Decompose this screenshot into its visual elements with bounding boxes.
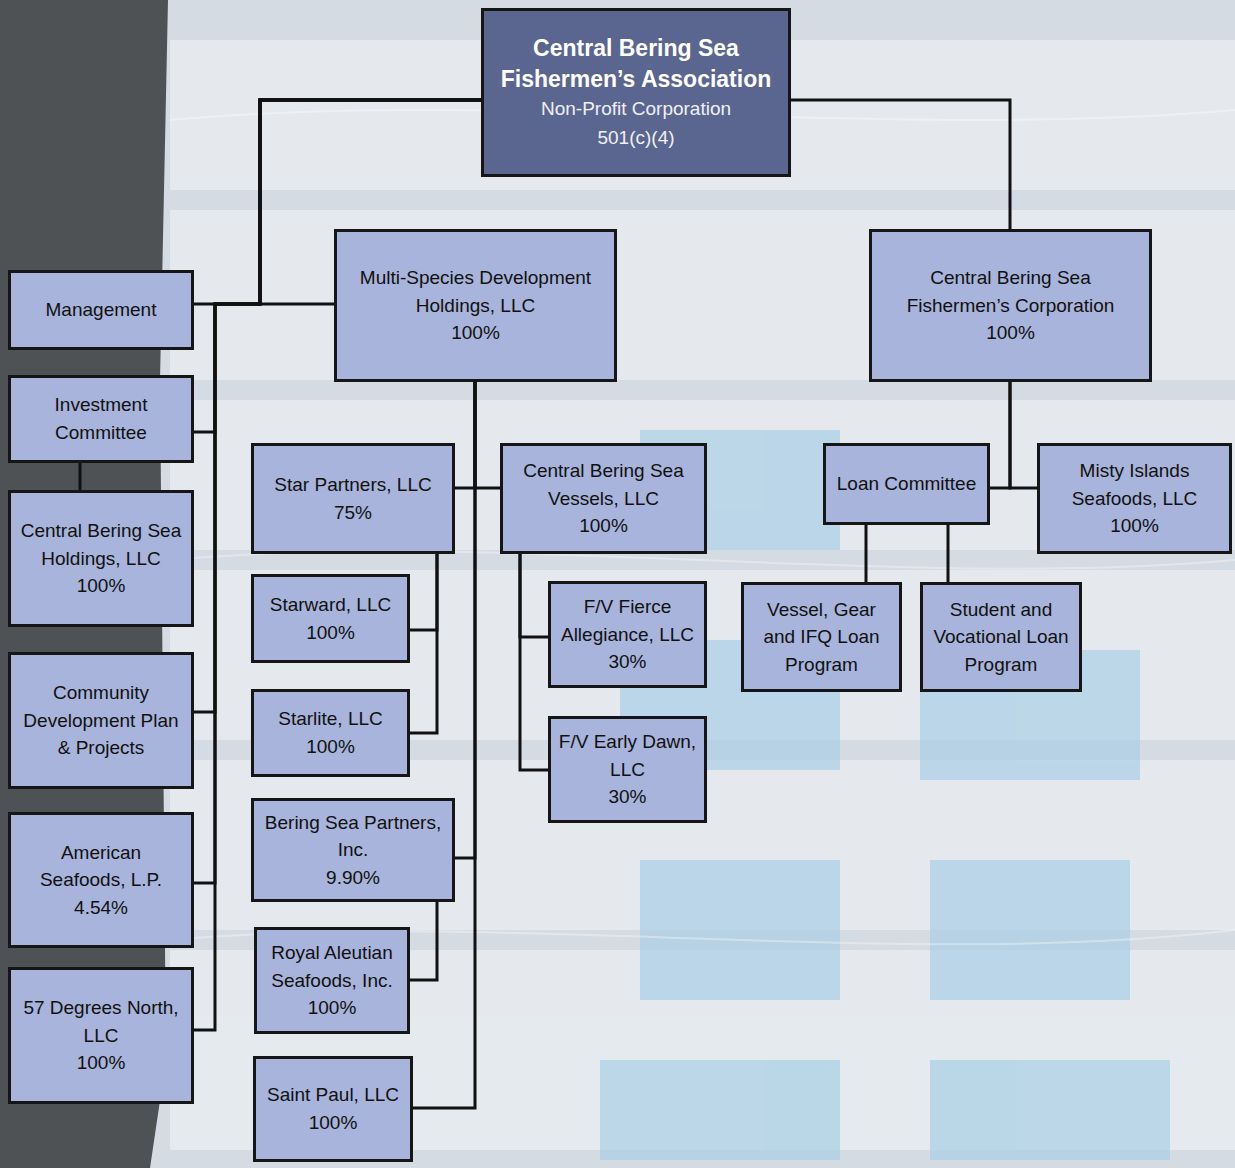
entity-box: Central Bering Sea Holdings, LLC100% <box>8 490 194 627</box>
entity-name: Central Bering Sea Vessels, LLC <box>509 457 698 512</box>
entity-box: American Seafoods, L.P.4.54% <box>8 812 194 948</box>
ownership-line <box>79 463 82 490</box>
entity-box: F/V Fierce Allegiance, LLC30% <box>548 581 707 688</box>
entity-box: Loan Committee <box>823 443 990 525</box>
entity-box: 57 Degrees North, LLC100% <box>8 967 194 1104</box>
entity-name: Vessel, Gear and IFQ Loan Program <box>750 596 893 679</box>
ownership-percent: 100% <box>77 1049 126 1077</box>
ownership-line <box>947 525 950 582</box>
entity-name: Community Development Plan & Projects <box>17 679 185 762</box>
ownership-percent: 100% <box>579 512 628 540</box>
entity-name: American Seafoods, L.P. <box>17 839 185 894</box>
entity-box: Central Bering Sea Vessels, LLC100% <box>500 443 707 554</box>
ownership-line <box>455 382 475 488</box>
entity-box: Central Bering Sea Fishermen’s Corporati… <box>869 229 1152 382</box>
ownership-line <box>455 382 475 858</box>
ownership-line <box>410 554 437 733</box>
entity-box: Student and Vocational Loan Program <box>920 582 1082 692</box>
entity-name: Central Bering Sea Fishermen’s Associati… <box>491 33 781 95</box>
ownership-percent: 100% <box>308 994 357 1022</box>
ownership-line <box>410 902 437 980</box>
entity-name: Central Bering Sea Holdings, LLC <box>17 517 185 572</box>
carton-labels <box>600 250 1170 1160</box>
ownership-percent: 4.54% <box>74 894 128 922</box>
entity-name: Starward, LLC <box>270 591 391 619</box>
entity-name: F/V Early Dawn, LLC <box>557 728 698 783</box>
entity-box: Saint Paul, LLC100% <box>253 1056 413 1162</box>
entity-name: Management <box>46 296 157 324</box>
ownership-line <box>520 554 548 637</box>
stacked-cartons <box>170 40 1235 1150</box>
ownership-percent: 100% <box>1110 512 1159 540</box>
entity-name: Misty Islands Seafoods, LLC <box>1046 457 1223 512</box>
ownership-line <box>475 382 500 488</box>
ownership-percent: 100% <box>309 1109 358 1137</box>
ownership-line <box>410 554 437 630</box>
entity-name: Investment Committee <box>17 391 185 446</box>
entity-box: Starlite, LLC100% <box>251 689 410 777</box>
entity-box: Multi-Species Development Holdings, LLC1… <box>334 229 617 382</box>
entity-name: Student and Vocational Loan Program <box>929 596 1073 679</box>
entity-name: Starlite, LLC <box>278 705 383 733</box>
ownership-line <box>1010 382 1037 488</box>
ownership-percent: 100% <box>986 319 1035 347</box>
entity-box: Vessel, Gear and IFQ Loan Program <box>741 582 902 692</box>
ownership-line <box>194 100 481 883</box>
entity-name: Multi-Species Development Holdings, LLC <box>343 264 608 319</box>
entity-type: Non-Profit Corporation 501(c)(4) <box>526 95 746 152</box>
parent-org-box: Central Bering Sea Fishermen’s Associati… <box>481 8 791 177</box>
entity-name: Royal Aleutian Seafoods, Inc. <box>263 939 401 994</box>
ownership-percent: 75% <box>334 499 372 527</box>
entity-box: Investment Committee <box>8 375 194 463</box>
entity-box: F/V Early Dawn, LLC30% <box>548 716 707 823</box>
ownership-percent: 100% <box>306 733 355 761</box>
entity-name: F/V Fierce Allegiance, LLC <box>557 593 698 648</box>
entity-name: 57 Degrees North, LLC <box>17 994 185 1049</box>
entity-box: Royal Aleutian Seafoods, Inc.100% <box>254 927 410 1034</box>
entity-box: Community Development Plan & Projects <box>8 652 194 789</box>
entity-box: Misty Islands Seafoods, LLC100% <box>1037 443 1232 554</box>
ownership-percent: 30% <box>608 648 646 676</box>
entity-box: Management <box>8 270 194 350</box>
ownership-line <box>865 525 868 582</box>
ownership-percent: 100% <box>306 619 355 647</box>
ownership-percent: 100% <box>77 572 126 600</box>
entity-name: Central Bering Sea Fishermen’s Corporati… <box>878 264 1143 319</box>
ownership-percent: 100% <box>451 319 500 347</box>
shrink-wrap-sheen <box>170 110 1235 944</box>
entity-name: Saint Paul, LLC <box>267 1081 399 1109</box>
entity-box: Starward, LLC100% <box>251 574 410 663</box>
entity-box: Star Partners, LLC75% <box>251 443 455 554</box>
ownership-percent: 30% <box>608 783 646 811</box>
ownership-line <box>990 382 1010 488</box>
entity-name: Loan Committee <box>837 470 976 498</box>
entity-box: Bering Sea Partners, Inc.9.90% <box>251 798 455 902</box>
ownership-percent: 9.90% <box>326 864 380 892</box>
ownership-line <box>791 100 1010 229</box>
entity-name: Bering Sea Partners, Inc. <box>260 809 446 864</box>
ownership-line <box>520 554 548 770</box>
entity-name: Star Partners, LLC <box>274 471 431 499</box>
